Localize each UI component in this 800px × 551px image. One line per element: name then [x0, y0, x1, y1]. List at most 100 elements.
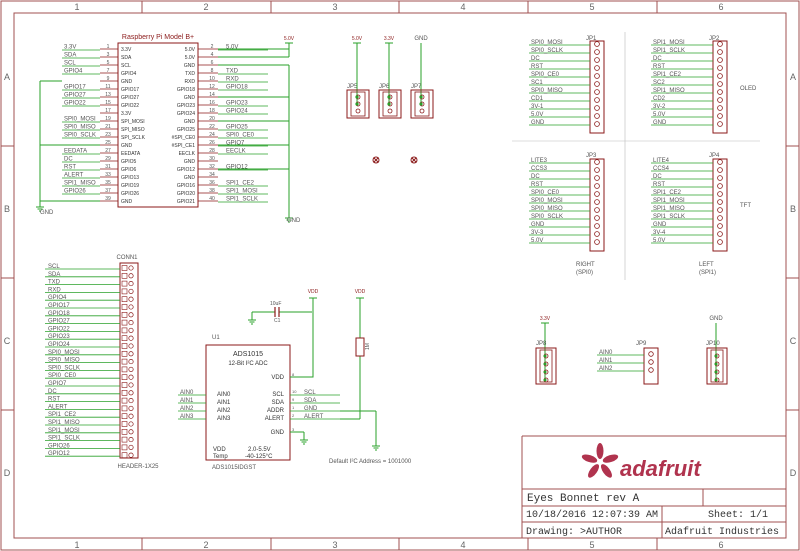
pi-left-net: EEDATA [64, 149, 87, 155]
pi-right-pin-name: 5.0V [185, 47, 196, 53]
pi-right-pin-name: GND [184, 159, 196, 165]
pi-right-pin-number: 10 [209, 76, 215, 82]
drawing-date: 10/18/2016 12:07:39 AM [526, 509, 658, 521]
jp9-net: AIN1 [599, 358, 613, 364]
jp1-body [589, 40, 605, 134]
drawing-title: Eyes Bonnet rev A [527, 493, 640, 505]
pi-right-pin-number: 24 [209, 132, 215, 138]
ads1015-adc: U1 ADS1015 12-Bit I²C ADC VDD 2.0-5.5V T… [178, 289, 412, 471]
conn1-net: SCL [48, 264, 60, 270]
jp3-body [589, 158, 605, 252]
no-connect-marks [372, 156, 418, 164]
row-label: B [4, 204, 10, 214]
jp2-net: 3V-2 [653, 104, 666, 110]
pi-left-net: SPI0_SCLK [64, 133, 96, 139]
conn1-net: ALERT [48, 404, 68, 410]
conn1-net: GPIO17 [48, 303, 70, 309]
jp4-net: DC [653, 174, 662, 180]
pi-right-pin-number: 16 [209, 100, 215, 106]
pi-right-pin-number: 28 [209, 148, 215, 154]
jp3-ref: JP3 [586, 153, 597, 159]
pi-right-pin-name: GND [184, 175, 196, 181]
pi-gnd-right: GND [287, 218, 301, 224]
conn1-net: SPI1_MISO [48, 420, 80, 426]
pi-supply-5v: 5.0V [284, 36, 295, 42]
pi-left-net: GPIO26 [64, 189, 86, 195]
jp2-net: SPI1_MISO [653, 88, 685, 94]
jp8-supply: 3.3V [540, 316, 551, 322]
adc-right-pin: GND [271, 430, 285, 436]
jp4-body [712, 158, 728, 252]
pi-left-pin-number: 25 [105, 140, 111, 146]
no-connect-mark [410, 156, 418, 164]
jp3-net: GND [531, 222, 545, 228]
pi-right-pin-number: 2 [211, 44, 214, 50]
column-label: 2 [203, 540, 208, 550]
jp3-net: SPI0_CE0 [531, 190, 560, 196]
jp4-net: LITE4 [653, 158, 670, 164]
jp3-sub: (SPI0) [576, 270, 593, 276]
jp4-net: SPI1_SCLK [653, 214, 685, 220]
pi-left-pin-name: 3.3V [121, 111, 132, 117]
conn1-net: TXD [48, 280, 61, 286]
pi-right-pin-number: 20 [209, 116, 215, 122]
pi-right-pin-number: 38 [209, 188, 215, 194]
column-label: 6 [718, 540, 723, 550]
pi-left-pin-number: 19 [105, 116, 111, 122]
pi-right-pin-number: 14 [209, 92, 215, 98]
pi-left-net: GPIO22 [64, 101, 86, 107]
jp6-body [378, 89, 402, 119]
conn1-net: GPIO4 [48, 295, 67, 301]
jp1-net: DC [531, 56, 540, 62]
jp2-net: GND [653, 120, 667, 126]
jp2-net: SPI1_SCLK [653, 48, 685, 54]
adc-right-pin-number: 9 [292, 397, 295, 402]
pi-left-pin-name: GND [121, 199, 133, 205]
pi-left-pin-name: GPIO6 [121, 167, 137, 173]
pi-left-pin-name: EEDATA [121, 151, 141, 157]
pi-right-pin-number: 26 [209, 140, 215, 146]
jp1-net: 5.0V [531, 112, 543, 118]
pi-left-pin-number: 37 [105, 188, 111, 194]
jp2-caption: OLED [740, 86, 757, 92]
pi-header-title: Raspberry Pi Model B+ [122, 34, 194, 41]
pi-left-pin-number: 11 [105, 84, 110, 90]
row-label: A [790, 72, 796, 82]
conn1-net: SPI1_MOSI [48, 428, 80, 434]
pi-left-pin-number: 23 [105, 132, 111, 138]
pi-right-pin-name: GPIO25 [177, 127, 195, 133]
vdd-label: VDD [308, 289, 319, 295]
tft-label: TFT [740, 203, 751, 209]
column-label: 4 [460, 540, 465, 550]
jp9-net: AIN0 [599, 350, 613, 356]
jp3-caption: RIGHT [576, 262, 595, 268]
pi-right-pin-number: 6 [211, 60, 214, 66]
adc-left-net: AIN2 [180, 406, 194, 412]
display-connectors: TFT JP1SPI0_MOSISPI0_SCLKDCRSTSPI0_CE0SC… [512, 32, 760, 280]
jp3-net: LITE3 [531, 158, 548, 164]
jp1-net: SPI0_SCLK [531, 48, 563, 54]
jp5-body [346, 89, 370, 119]
pi-left-pin-name: SPI_SCLK [121, 135, 146, 141]
adc-subtitle: 12-Bit I²C ADC [228, 361, 268, 367]
conn1-net: GPIO27 [48, 319, 70, 325]
jp4-sub: (SPI1) [699, 270, 716, 276]
jp2-net: SPI1_MOSI [653, 40, 685, 46]
pi-left-pin-number: 35 [105, 180, 111, 186]
title-block: adafruit Eyes Bonnet rev A 10/18/2016 12… [521, 435, 786, 538]
column-label: 1 [74, 540, 79, 550]
adc-left-net: AIN3 [180, 414, 194, 420]
conn1-net: GPIO18 [48, 311, 70, 317]
conn1-value: HEADER-1X25 [117, 464, 159, 470]
pi-right-pin-name: GND [184, 95, 196, 101]
pi-right-net: 5.0V [226, 45, 238, 51]
conn1-net: RXD [48, 287, 61, 293]
jp4-net: SPI1_CE2 [653, 190, 682, 196]
jp3-net: SPI0_SCLK [531, 214, 563, 220]
pi-right-net: SPI1_MOSI [226, 189, 258, 195]
column-label: 3 [332, 2, 337, 12]
adc-ref: U1 [212, 335, 220, 341]
pi-left-pin-number: 15 [105, 100, 111, 106]
